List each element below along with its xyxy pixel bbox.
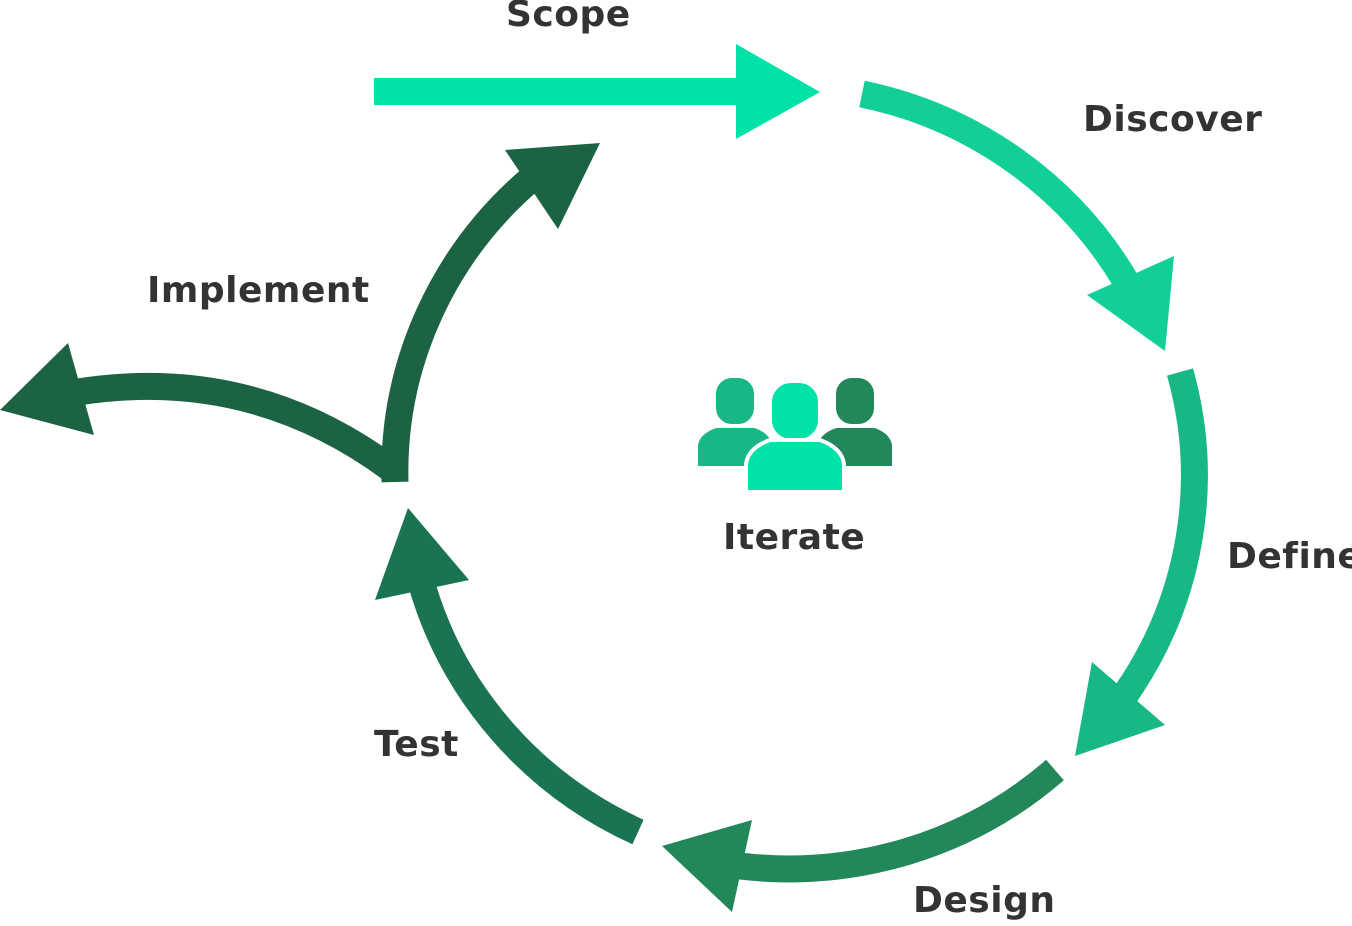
label-iterate: Iterate — [723, 517, 866, 558]
design-arrow — [662, 759, 1064, 912]
scope-arrow — [374, 44, 820, 139]
team-people-icon — [694, 374, 896, 494]
label-define: Define — [1227, 536, 1352, 577]
define-arrow — [1075, 368, 1208, 756]
discover-arrow — [859, 80, 1174, 351]
implement-arrow-up — [381, 143, 600, 483]
label-design: Design — [913, 880, 1056, 921]
label-test: Test — [374, 724, 459, 765]
label-scope: Scope — [506, 0, 631, 35]
label-implement: Implement — [147, 270, 370, 311]
implement-arrow-out — [0, 343, 398, 479]
test-arrow — [375, 508, 644, 845]
label-discover: Discover — [1083, 99, 1263, 140]
